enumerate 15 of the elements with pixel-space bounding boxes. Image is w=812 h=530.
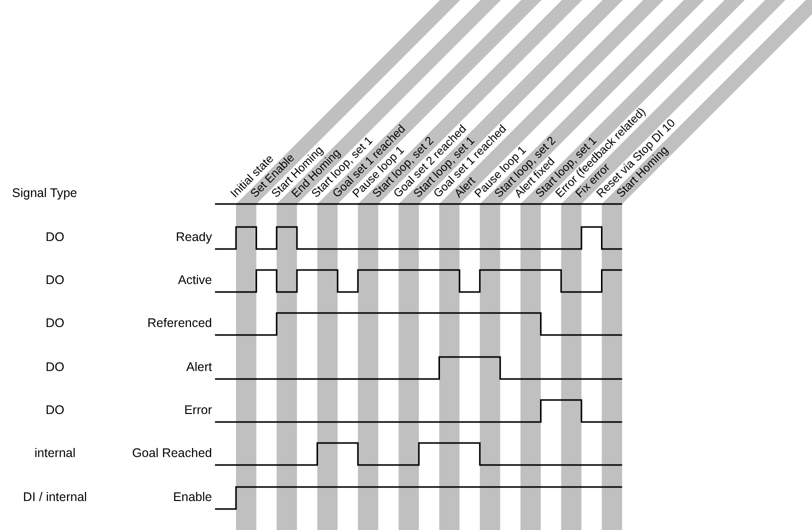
- signal-name: Goal Reached: [132, 446, 212, 461]
- signal-name: Referenced: [147, 316, 212, 331]
- signal-type: DI / internal: [23, 490, 87, 505]
- signal-name: Alert: [186, 360, 212, 375]
- signal-name: Error: [184, 403, 212, 418]
- signal-type: DO: [46, 403, 64, 418]
- signal-type: DO: [46, 360, 64, 375]
- signal-type: internal: [34, 446, 76, 461]
- column-header: Signal Type: [12, 186, 78, 201]
- signal-type: DO: [46, 273, 64, 288]
- signal-type: DO: [46, 316, 64, 331]
- signal-name: Enable: [173, 490, 212, 505]
- signal-name: Ready: [176, 230, 212, 245]
- signal-type: DO: [46, 230, 64, 245]
- signal-name: Active: [178, 273, 212, 288]
